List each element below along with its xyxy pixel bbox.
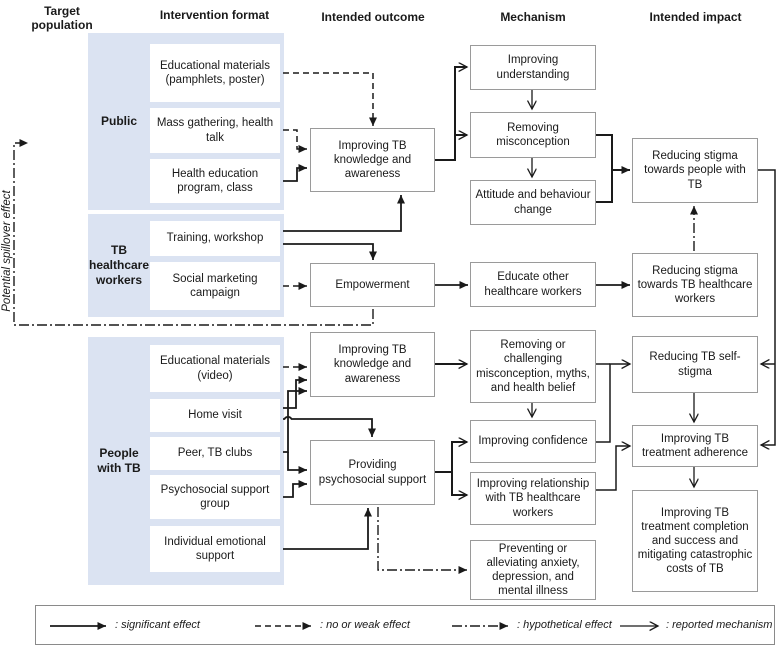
intervention-social-marketing-campaign: Social marketing campaign [150, 262, 280, 310]
arrow-training-to-empowerment [283, 243, 377, 260]
arrow-training-to-knowledge [283, 195, 405, 232]
legend-label-no-or-weak-effect: : no or weak effect [320, 619, 410, 631]
arrow-home-visit-to-knowledge [283, 376, 307, 409]
mechanism-improving-relationship: Improving relationship with TB healthcar… [470, 472, 596, 525]
arrow-peer-to-knowledge [283, 387, 307, 453]
population-label-tb-healthcare-workers: TB healthcare workers [88, 243, 150, 287]
intervention-peer-tb-clubs: Peer, TB clubs [150, 437, 280, 470]
impact-improving-tb-treatment-completion: Improving TB treatment completion and su… [632, 490, 758, 592]
header-intervention-format: Intervention format [159, 8, 270, 22]
arrow-mass-gathering-to-knowledge-weak [283, 129, 307, 153]
intervention-mass-gathering: Mass gathering, health talk [150, 108, 280, 153]
spillover-effect-label: Potential spillover effect [1, 190, 13, 312]
legend-box [35, 605, 775, 645]
population-label-public: Public [100, 114, 137, 128]
arrow-pamphlets-to-knowledge-weak [283, 72, 377, 126]
arrow-psychosocial-to-preventing-hypothetical [377, 507, 467, 574]
outcome-improving-tb-knowledge-pwtb: Improving TB knowledge and awareness [310, 332, 435, 397]
arrow-peer-to-psychosocial [287, 452, 307, 474]
intervention-home-visit: Home visit [150, 399, 280, 432]
arrow-stigma-people-to-adherence [758, 169, 776, 445]
header-intended-impact: Intended impact [649, 10, 742, 24]
arrow-confidence-to-self-stigma [596, 364, 630, 443]
line-mechanism-merge-public [596, 134, 613, 203]
arrow-psychosocial-to-relationship [451, 472, 467, 495]
intervention-psychosocial-support-group: Psychosocial support group [150, 475, 280, 519]
arrow-support-group-to-psychosocial [283, 480, 307, 498]
intervention-individual-emotional-support: Individual emotional support [150, 526, 280, 572]
impact-improving-tb-treatment-adherence: Improving TB treatment adherence [632, 425, 758, 467]
arrow-home-visit-to-psychosocial [283, 416, 376, 437]
header-mechanism: Mechanism [500, 10, 566, 24]
mechanism-removing-misconception: Removing misconception [470, 112, 596, 158]
legend-label-hypothetical-effect: : hypothetical effect [517, 619, 612, 631]
outcome-improving-tb-knowledge-public: Improving TB knowledge and awareness [310, 128, 435, 192]
mechanism-improving-confidence: Improving confidence [470, 420, 596, 463]
impact-reducing-tb-self-stigma: Reducing TB self-stigma [632, 336, 758, 393]
arrow-health-education-to-knowledge [283, 164, 307, 182]
intervention-educational-materials-pamphlets: Educational materials (pamphlets, poster… [150, 44, 280, 102]
arrow-emotional-support-to-psychosocial [283, 508, 372, 550]
impact-reducing-stigma-tb-healthcare-workers: Reducing stigma towards TB healthcare wo… [632, 253, 758, 317]
outcome-empowerment: Empowerment [310, 263, 435, 307]
impact-reducing-stigma-people-with-tb: Reducing stigma towards people with TB [632, 138, 758, 203]
arrow-psychosocial-to-confidence [435, 442, 467, 473]
legend-label-significant-effect: : significant effect [115, 619, 200, 631]
header-intended-outcome: Intended outcome [321, 10, 425, 24]
arrow-relationship-to-adherence [596, 446, 630, 491]
mechanism-preventing-alleviating-anxiety: Preventing or alleviating anxiety, depre… [470, 540, 596, 600]
arrow-knowledge-to-understanding [435, 67, 467, 161]
intervention-educational-materials-video: Educational materials (video) [150, 345, 280, 392]
population-label-people-with-tb: People with TB [97, 446, 141, 475]
legend-label-reported-mechanism: : reported mechanism [666, 619, 773, 631]
mechanism-improving-understanding: Improving understanding [470, 45, 596, 90]
header-target-population: Target population [31, 4, 93, 33]
intervention-training-workshop: Training, workshop [150, 221, 280, 256]
outcome-providing-psychosocial-support: Providing psychosocial support [310, 440, 435, 505]
mechanism-educate-other-healthcare-workers: Educate other healthcare workers [470, 262, 596, 307]
intervention-health-education-program: Health education program, class [150, 159, 280, 203]
mechanism-removing-challenging-misconception: Removing or challenging misconception, m… [470, 330, 596, 403]
mechanism-attitude-behaviour-change: Attitude and behaviour change [470, 180, 596, 225]
